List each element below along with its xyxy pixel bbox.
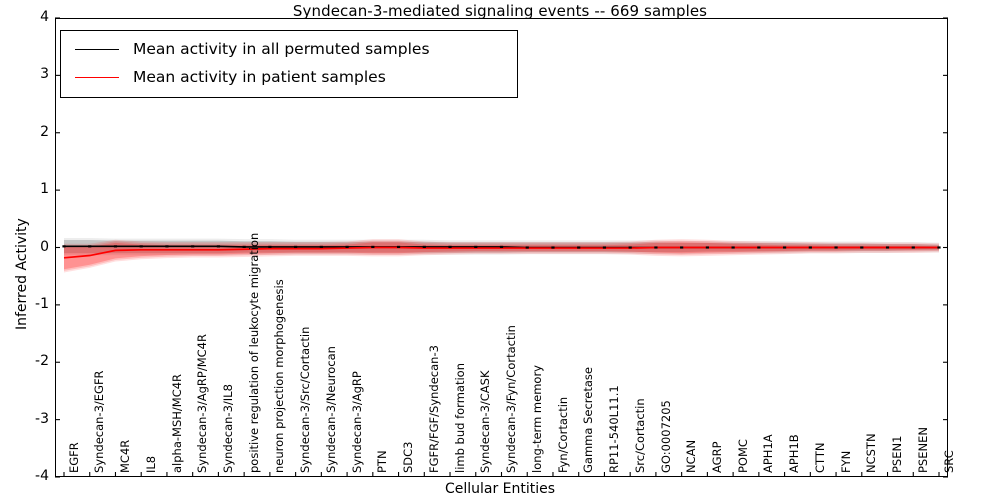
x-tick-label: long-term memory [529, 365, 544, 473]
y-tick-label: -2 [35, 353, 49, 370]
y-tick-label: -4 [35, 468, 49, 484]
x-tick-label: RP11-540L11.1 [607, 385, 622, 473]
x-tick-label: GO:0007205 [658, 400, 673, 473]
x-tick-label: IL8 [143, 455, 158, 473]
x-tick-label: alpha-MSH/MC4R [169, 373, 184, 473]
x-tick-label: Syndecan-3/EGFR [92, 370, 107, 473]
y-tick-label: 3 [40, 66, 49, 83]
y-tick-label: 4 [40, 9, 49, 25]
x-tick-label: APH1A [761, 434, 776, 473]
x-tick-label: Fyn/Cortactin [555, 396, 570, 473]
x-tick-label: PTN [375, 450, 390, 473]
x-tick-label: Syndecan-3/Neurocan [323, 346, 338, 473]
x-tick-label: Syndecan-3/CASK [478, 370, 493, 473]
x-tick-label: NCAN [684, 439, 699, 473]
axis-ticks [55, 17, 948, 478]
x-tick-label: Gamma Secretase [581, 367, 596, 473]
x-tick-label: Src/Cortactin [632, 398, 647, 473]
legend-item-patient: Mean activity in patient samples [69, 63, 507, 91]
y-tick-label: 2 [40, 123, 49, 140]
data-point-markers [62, 245, 941, 249]
x-tick-label: Syndecan-3/IL8 [221, 384, 235, 473]
x-tick-label: FGFR/FGF/Syndecan-3 [426, 345, 441, 473]
x-tick-label: neuron projection morphogenesis [272, 279, 287, 473]
y-tick-label: -1 [35, 295, 49, 312]
x-tick-label: POMC [735, 439, 750, 473]
x-tick-label: Syndecan-3/AgRP/MC4R [195, 334, 210, 473]
x-tick-label: AGRP [709, 441, 724, 473]
legend-swatch-patient [75, 76, 119, 78]
x-tick-label: PSENEN [915, 427, 930, 473]
x-tick-label: MC4R [118, 439, 133, 473]
x-tick-label: positive regulation of leukocyte migrati… [246, 232, 261, 473]
y-axis-tick-labels: 4 3 2 1 0 -1 -2 -3 -4 [0, 0, 49, 500]
chart-legend: Mean activity in all permuted samples Me… [60, 30, 518, 98]
x-tick-label: Syndecan-3/AgRP [349, 371, 364, 473]
patient-mean-line [63, 246, 939, 259]
x-tick-label: APH1B [787, 434, 802, 473]
x-axis-title: Cellular Entities [444, 481, 556, 497]
x-tick-label: PSEN1 [890, 435, 905, 473]
legend-swatch-permuted [75, 48, 119, 50]
x-tick-label: SRC [941, 450, 956, 473]
chart-title: Syndecan-3-mediated signaling events -- … [292, 2, 708, 20]
x-tick-label: CTTN [812, 442, 827, 473]
legend-label-permuted: Mean activity in all permuted samples [133, 40, 430, 58]
x-tick-label: limb bud formation [452, 363, 467, 473]
x-tick-label: SDC3 [401, 441, 416, 473]
y-tick-label: -3 [35, 410, 49, 427]
x-tick-label: EGFR [66, 442, 81, 473]
y-tick-label: 0 [40, 238, 49, 255]
x-tick-label: FYN [838, 450, 853, 473]
x-tick-label: Syndecan-3/Src/Cortactin [298, 326, 313, 473]
y-tick-label: 1 [40, 181, 49, 198]
x-tick-label: NCSTN [864, 433, 879, 473]
x-tick-label: Syndecan-3/Fyn/Cortactin [504, 325, 519, 473]
legend-label-patient: Mean activity in patient samples [133, 68, 386, 86]
legend-item-permuted: Mean activity in all permuted samples [69, 35, 507, 63]
